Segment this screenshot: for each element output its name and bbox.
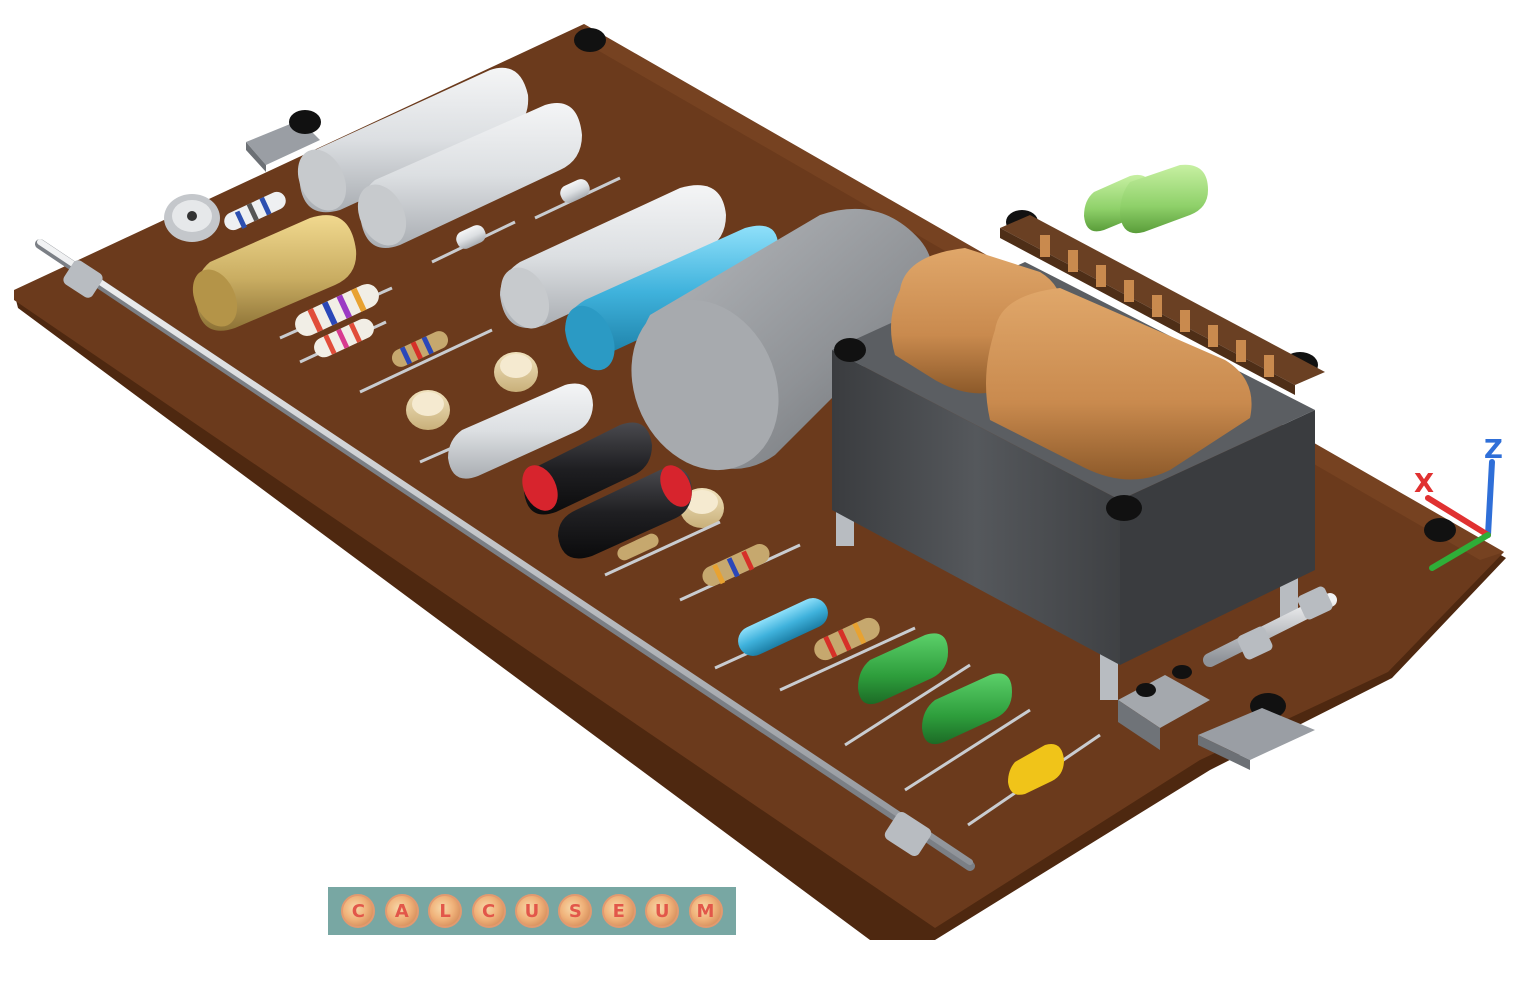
electrolytic-capacitor-gold (192, 215, 357, 331)
left-bracket (246, 110, 321, 172)
resistor (299, 318, 387, 364)
axis-x-label: X (1414, 469, 1434, 499)
logo-letter: L (428, 894, 463, 928)
axis-gizmo: X Z (1414, 435, 1503, 571)
logo-letter: U (645, 894, 680, 928)
right-bracket (1198, 708, 1315, 770)
rail-clip (884, 811, 932, 857)
tantalum-capacitor-yellow (967, 733, 1101, 827)
mounting-nuts (574, 28, 1456, 719)
resistor (779, 617, 916, 692)
axis-z-label: Z (1484, 435, 1503, 465)
logo-letter: C (471, 894, 506, 928)
resistor (224, 191, 286, 231)
resistor-blue (714, 598, 828, 670)
mounting-rail (35, 239, 975, 871)
resistor (359, 328, 493, 394)
logo-letter: A (384, 894, 419, 928)
oil-capacitor-grey (631, 208, 933, 471)
rail-clip (63, 260, 103, 298)
electrolytic-capacitor-large (357, 103, 582, 249)
electrolytic-capacitor-small (419, 383, 593, 479)
transformer-core-front (832, 350, 1120, 665)
electrolytic-capacitor-large (297, 67, 529, 213)
film-capacitor-green (904, 673, 1031, 792)
tube-socket (164, 194, 220, 242)
solder-tags (1040, 235, 1274, 377)
transformer-core-side (1120, 410, 1315, 665)
transformer (832, 210, 1318, 700)
disc-capacitor (406, 390, 450, 430)
film-capacitor-blue (565, 225, 779, 371)
axis-z-line (1485, 459, 1495, 538)
capacitor-black-red (558, 465, 692, 559)
axis-x-line (1425, 495, 1491, 538)
fuse-holder (1118, 586, 1337, 750)
logo-letter: S (558, 894, 593, 928)
mounting-nut (574, 28, 606, 52)
diode (431, 220, 516, 264)
resistor (679, 543, 801, 602)
film-capacitor-lightgreen (1120, 164, 1208, 234)
resistor (279, 284, 393, 340)
terminal-strip (1000, 215, 1325, 395)
capacitor-black-red (522, 422, 652, 515)
axis-y-line (1429, 532, 1491, 571)
electrolytic-capacitor (500, 185, 726, 329)
logo-letter: E (601, 894, 636, 928)
mounting-nut (1424, 518, 1456, 542)
resistor (604, 520, 721, 577)
film-capacitor-green (844, 633, 971, 747)
diode (534, 176, 621, 220)
logo-letter: M (688, 894, 723, 928)
logo-letter: C (341, 894, 376, 928)
disc-capacitor (494, 352, 538, 392)
logo-letter: U (514, 894, 549, 928)
transformer-coil (986, 288, 1252, 480)
